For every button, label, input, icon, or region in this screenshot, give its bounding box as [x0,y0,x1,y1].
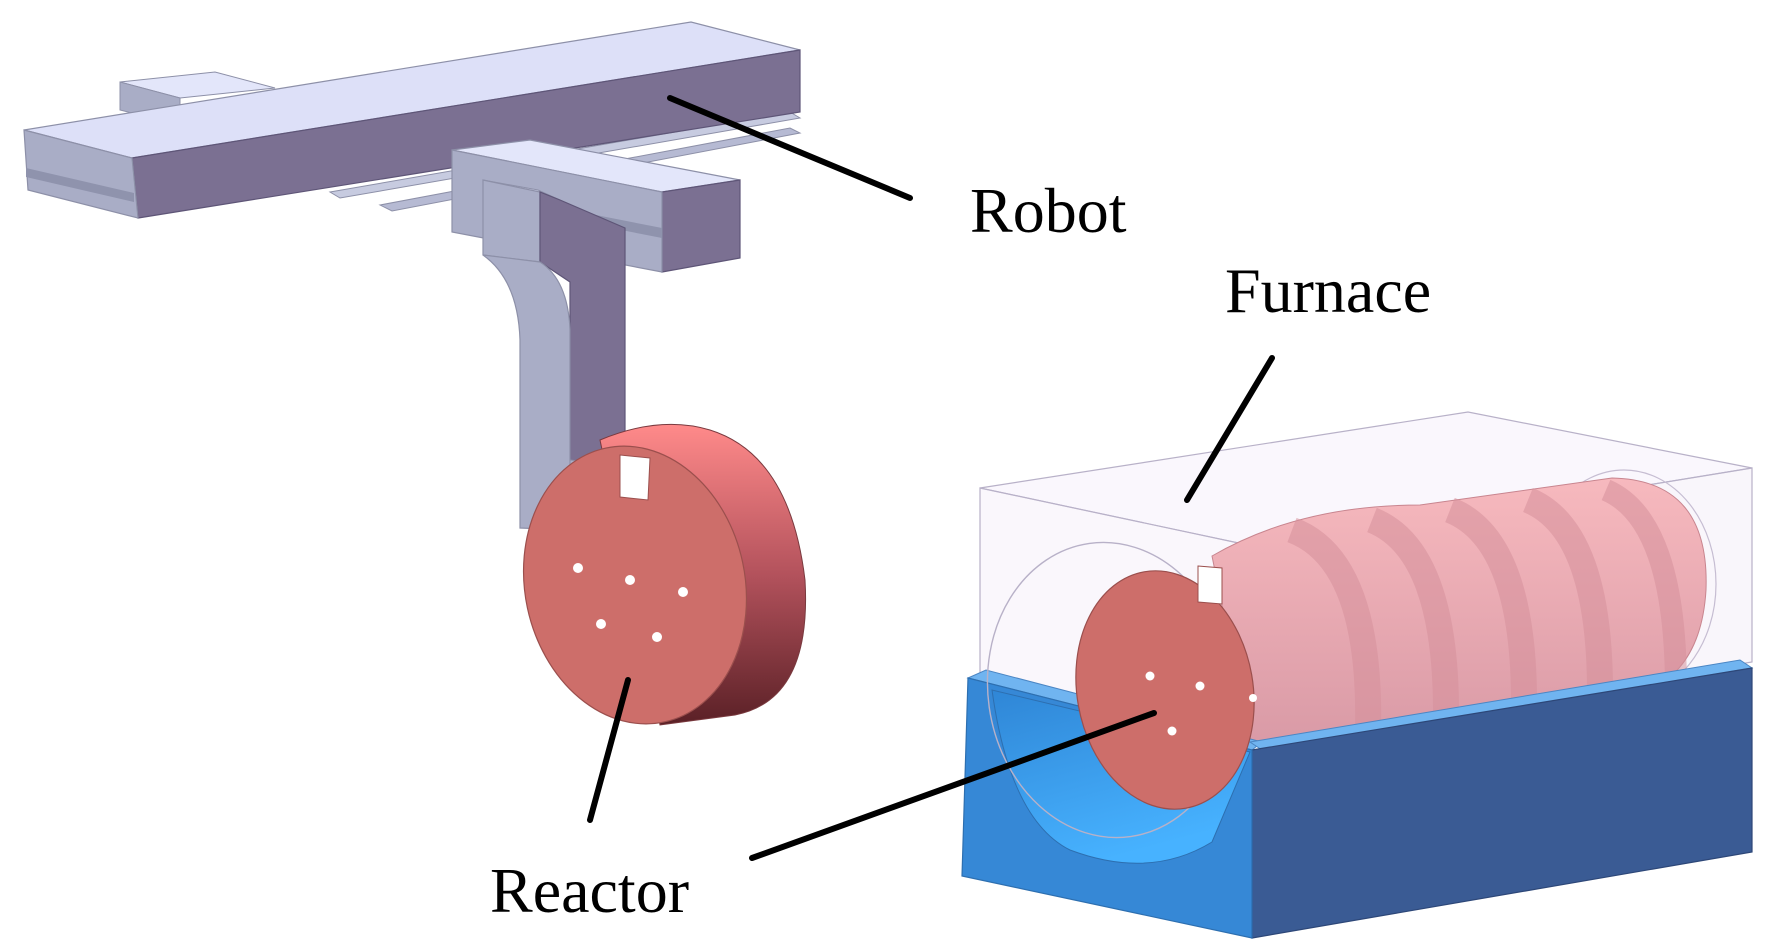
reactor-leader-line-1 [587,677,631,823]
robot-main-beam-groove [26,168,134,202]
tube-ring [1601,479,1687,691]
reactor-slot [619,454,651,501]
robot-carriage-front [661,179,741,273]
tube-ring [1286,517,1382,733]
robot-leader-line [667,95,913,201]
furnace-label: Furnace [1225,255,1431,326]
reactor-label: Reactor [490,855,689,926]
robot-label: Robot [970,175,1127,246]
leader-lines [587,95,1275,861]
reactor-disc [522,423,807,726]
reactor-hole [573,563,583,573]
furnace-reactor-hole [1195,681,1205,691]
reactor-hole [652,632,662,642]
furnace-reactor-hole [1145,671,1155,681]
reactor-face [522,445,748,725]
robot-gantry [23,21,802,536]
tube-ring [1444,497,1538,713]
furnace-reactor-face [1075,570,1255,810]
tube-ring [1522,487,1614,703]
reactor-hole [625,575,635,585]
reactor-hole [678,587,688,597]
furnace-reactor-hole [1249,694,1257,702]
furnace [961,411,1754,939]
tube-ring [1366,507,1460,723]
reactor-leader-line-2 [749,710,1157,861]
robot-arm-front [482,179,541,263]
reactor-hole [596,619,606,629]
furnace-leader-line [1184,355,1275,503]
furnace-reactor-hole [1167,726,1177,736]
furnace-reactor-slot [1197,565,1223,605]
